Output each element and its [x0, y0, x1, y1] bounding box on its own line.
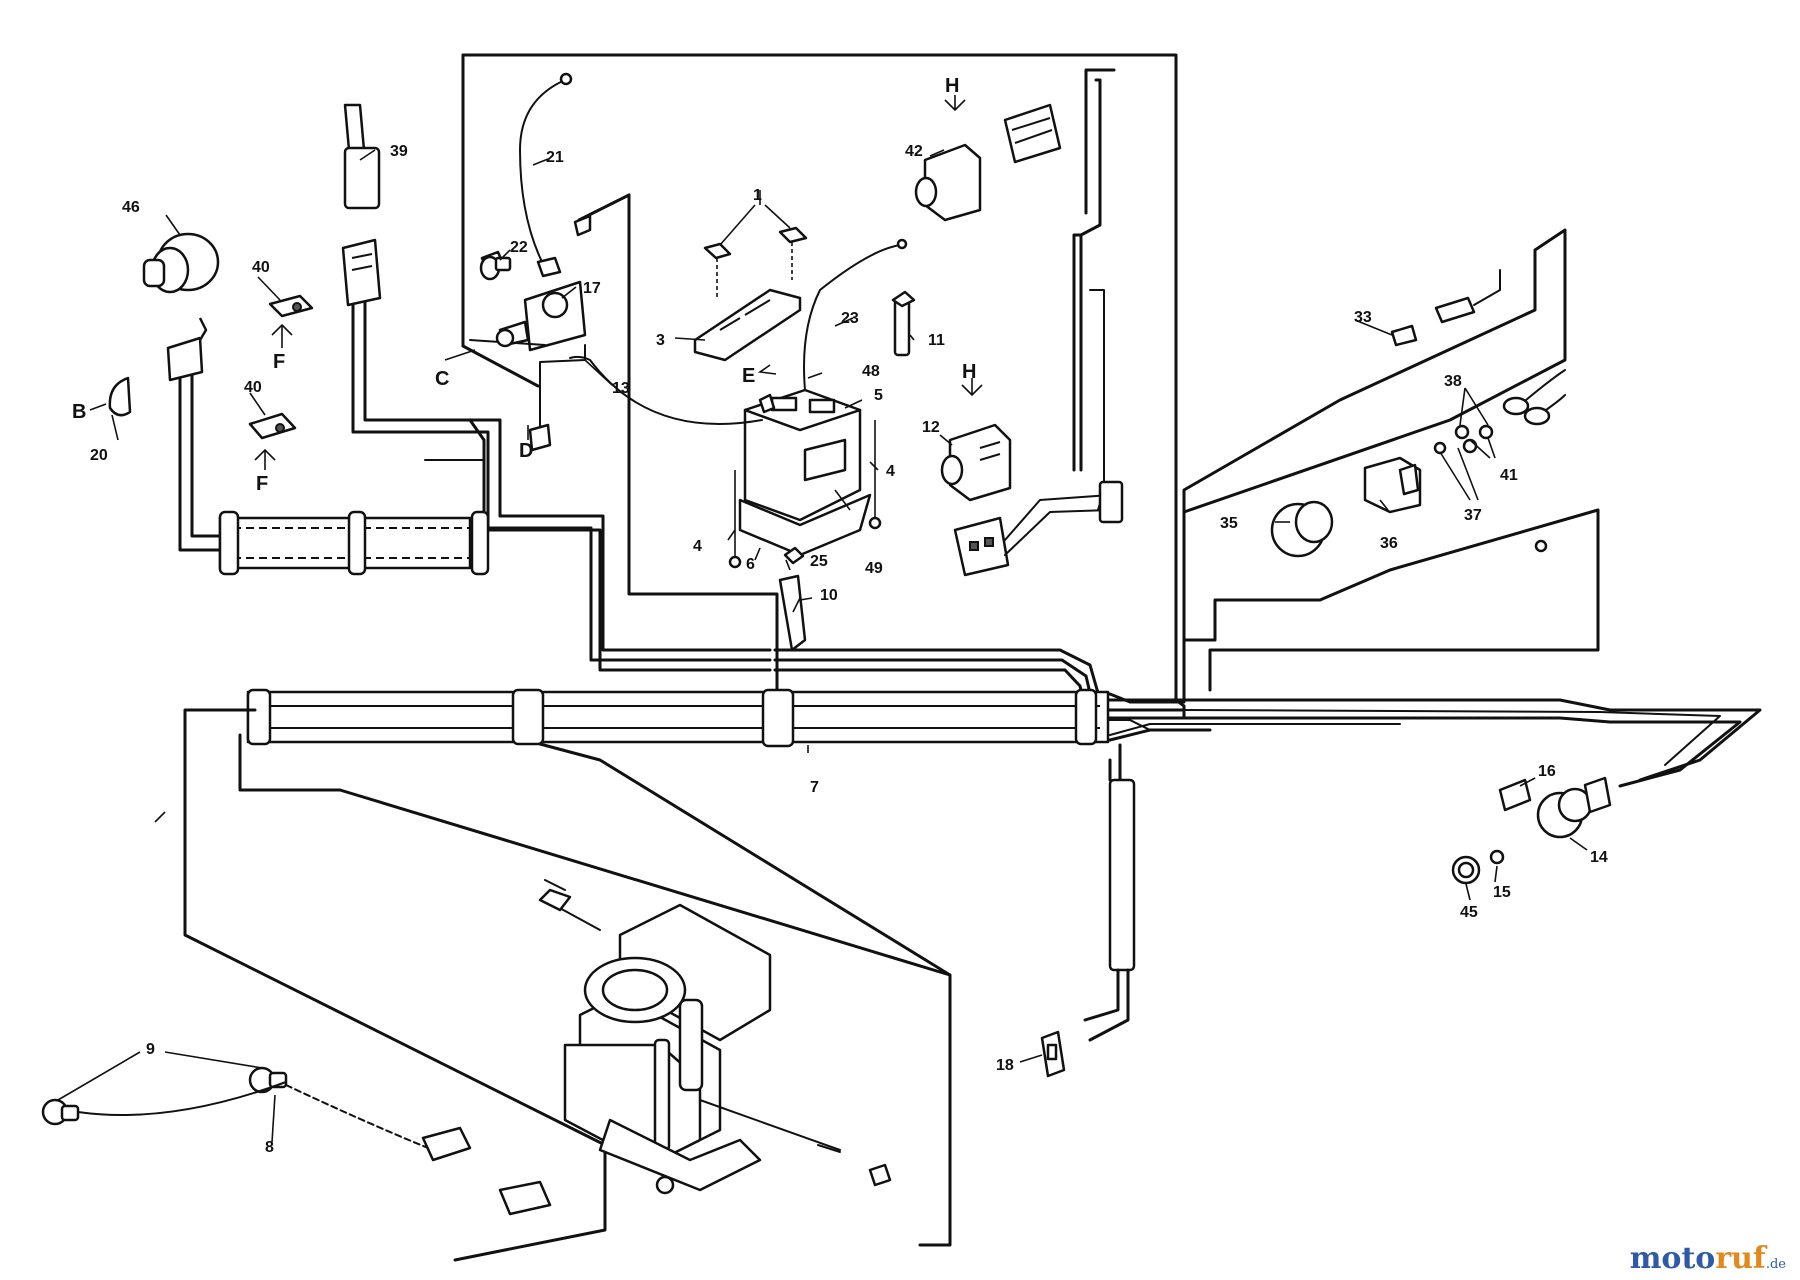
- main-trunk-harness: [246, 648, 1762, 788]
- label-8: 8: [265, 1139, 274, 1156]
- label-45: 45: [1460, 904, 1478, 921]
- label-22: 22: [510, 239, 528, 256]
- connection-markers: [89, 95, 983, 470]
- label-1: 1: [753, 187, 762, 204]
- letter-e: E: [742, 365, 755, 387]
- label-39: 39: [390, 143, 408, 160]
- label-36: 36: [1380, 535, 1398, 552]
- label-38: 38: [1444, 373, 1462, 390]
- part-42-switch: [914, 103, 1062, 222]
- solenoid-17: [469, 72, 592, 452]
- part-11: [891, 290, 916, 357]
- label-41: 41: [1500, 467, 1518, 484]
- label-40-top: 40: [252, 259, 270, 276]
- lower-harness: [183, 708, 1136, 1262]
- watermark-part2: ruf: [1715, 1241, 1766, 1276]
- label-17: 17: [583, 280, 601, 297]
- label-7: 7: [810, 779, 819, 796]
- label-49: 49: [865, 560, 883, 577]
- label-20: 20: [90, 447, 108, 464]
- label-3: 3: [656, 332, 665, 349]
- letter-d: D: [519, 440, 533, 462]
- label-18: 18: [996, 1057, 1014, 1074]
- label-33: 33: [1354, 309, 1372, 326]
- label-40-bottom: 40: [244, 379, 262, 396]
- part-14-ignition: [1451, 776, 1612, 885]
- label-11: 11: [928, 332, 945, 349]
- part-35-lamp: [1270, 369, 1566, 558]
- letter-h-mid: H: [962, 361, 976, 383]
- part-labels: 1 3 4 4 5 6 7 8 9 10 11 12 13 14 15 16 1…: [90, 143, 1608, 1156]
- label-13: 13: [612, 380, 630, 397]
- label-6: 6: [746, 556, 755, 573]
- letter-h-top: H: [945, 75, 959, 97]
- label-16: 16: [1538, 763, 1556, 780]
- letter-f-top: F: [273, 351, 285, 373]
- label-25: 25: [810, 553, 828, 570]
- upper-harness-outline: [461, 53, 1186, 720]
- label-12: 12: [922, 419, 940, 436]
- part-46-relay: [142, 232, 220, 294]
- letter-b: B: [72, 401, 86, 423]
- part-33-connector: [1390, 269, 1501, 347]
- label-4-left: 4: [693, 538, 702, 555]
- label-48: 48: [862, 363, 880, 380]
- label-23: 23: [841, 310, 859, 327]
- label-37: 37: [1464, 507, 1482, 524]
- engine: [538, 879, 841, 1195]
- part-3-hold-down: [693, 226, 808, 362]
- letter-f-bottom: F: [256, 473, 268, 495]
- label-46: 46: [122, 199, 140, 216]
- battery-assembly: [569, 238, 908, 652]
- watermark-suffix: .de: [1765, 1257, 1786, 1272]
- leader-lines: [57, 149, 1588, 1143]
- left-harness: [178, 288, 772, 672]
- label-42: 42: [905, 143, 923, 160]
- part-20-clip: [108, 317, 208, 417]
- label-9: 9: [146, 1041, 155, 1058]
- label-5: 5: [874, 387, 883, 404]
- part-39-fuse-holder: [341, 103, 382, 307]
- part-40-clamps: [248, 294, 314, 440]
- label-4-right: 4: [886, 463, 895, 480]
- right-harness: [1182, 228, 1600, 702]
- label-21: 21: [546, 149, 564, 166]
- part-9-bulbs: [41, 1066, 892, 1216]
- label-10: 10: [820, 587, 838, 604]
- watermark-logo: motoruf.de: [1630, 1241, 1786, 1276]
- label-35: 35: [1220, 515, 1238, 532]
- part-22-bulb: [479, 255, 512, 281]
- connector-letters: B C D E F F H H: [72, 75, 976, 495]
- label-14: 14: [1590, 849, 1608, 866]
- watermark-part1: moto: [1629, 1241, 1716, 1276]
- part-18-switch: [1040, 1030, 1066, 1078]
- letter-c: C: [435, 368, 449, 390]
- part-12-switch: [940, 423, 1124, 577]
- label-15: 15: [1493, 884, 1511, 901]
